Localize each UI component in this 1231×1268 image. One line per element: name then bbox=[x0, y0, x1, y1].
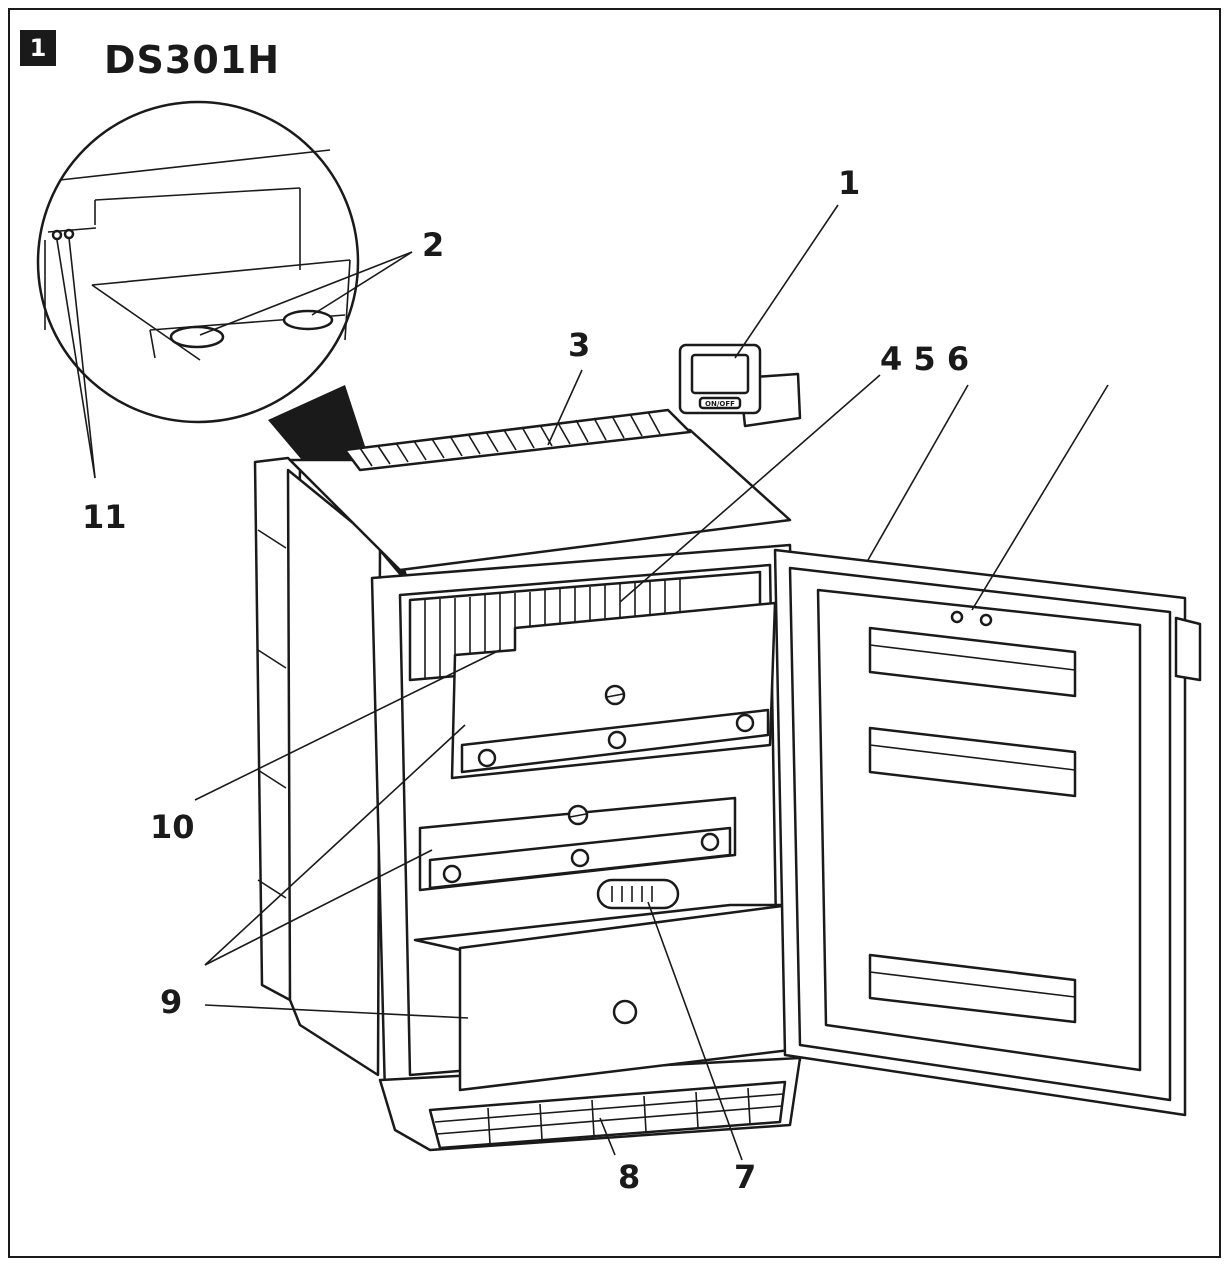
model-title: DS301H bbox=[104, 38, 281, 82]
control-display-panel: ON/OFF bbox=[678, 343, 802, 428]
figure-number-badge: 1 bbox=[20, 30, 56, 66]
callout-10: 10 bbox=[150, 808, 195, 846]
open-door bbox=[773, 548, 1202, 1117]
callout-7: 7 bbox=[734, 1158, 756, 1196]
display-button-label: ON/OFF bbox=[705, 400, 735, 408]
callout-11: 11 bbox=[82, 498, 127, 536]
upper-shelf bbox=[450, 601, 777, 780]
callout-4-5-6: 4 5 6 bbox=[880, 340, 969, 378]
callout-1: 1 bbox=[838, 164, 860, 202]
callout-3: 3 bbox=[568, 326, 590, 364]
callout-8: 8 bbox=[618, 1158, 640, 1196]
leader-lines bbox=[56, 204, 1109, 1161]
thermostat-knob bbox=[596, 878, 680, 910]
figure-frame bbox=[8, 8, 1221, 1258]
middle-shelf bbox=[418, 796, 737, 892]
detail-magnifier bbox=[36, 100, 360, 424]
callout-2: 2 bbox=[422, 226, 444, 264]
callout-9: 9 bbox=[160, 983, 182, 1021]
